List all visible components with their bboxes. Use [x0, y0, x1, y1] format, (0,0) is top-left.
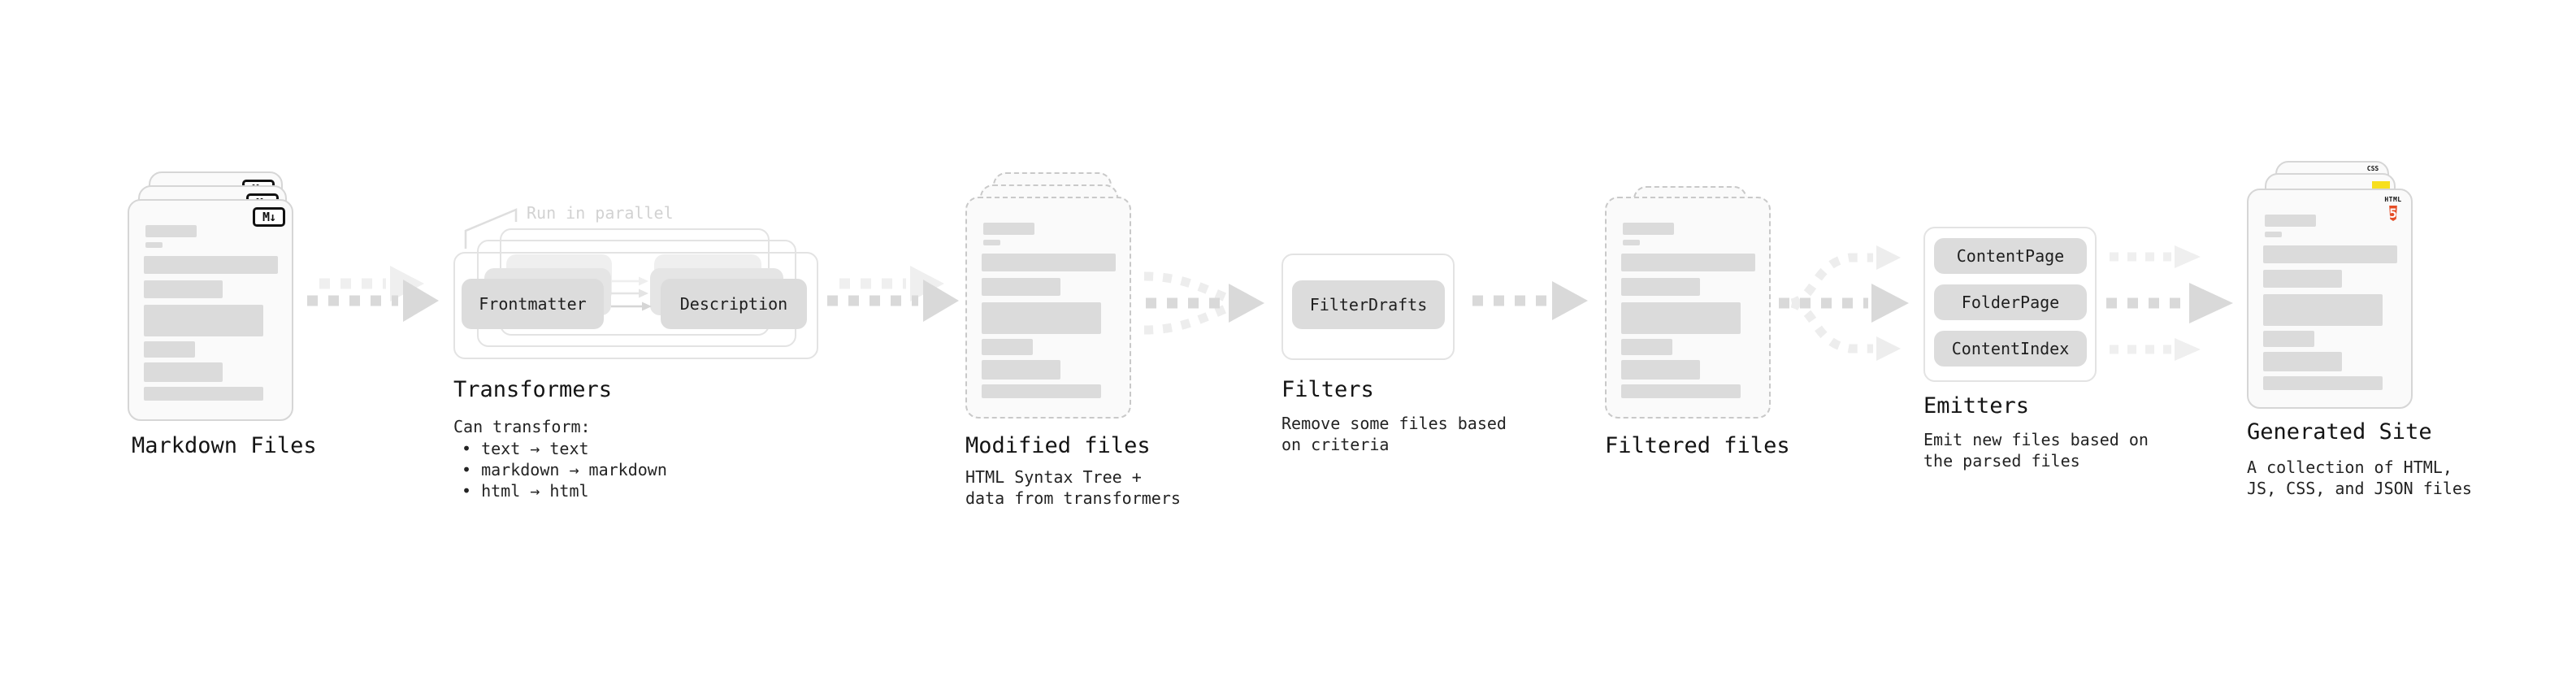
text-placeholder-bar [982, 302, 1101, 334]
emitters-desc: Emit new files based on the parsed files [1923, 430, 2149, 471]
text-placeholder-bar [982, 339, 1033, 355]
text-placeholder-bar [144, 256, 278, 274]
markdown-file-card-front: M↓ [128, 199, 293, 421]
text-placeholder-bar [1621, 360, 1700, 380]
section-title-filters: Filters [1281, 377, 1374, 402]
text-placeholder-bar [1623, 240, 1640, 245]
generated-html-file-card: HTML 5 [2247, 189, 2413, 409]
text-placeholder-bar [2265, 215, 2316, 227]
merge-arrow-icon [1143, 271, 1264, 335]
text-placeholder-bar [2265, 232, 2282, 237]
section-title-filtered-files: Filtered files [1605, 433, 1790, 458]
text-placeholder-bar [145, 242, 163, 248]
text-placeholder-bar [144, 280, 223, 298]
emitter-chip-contentpage: ContentPage [1934, 238, 2087, 274]
text-placeholder-bar [2263, 331, 2314, 347]
modified-file-card-front [965, 197, 1131, 419]
note-leader-line [464, 208, 518, 249]
text-placeholder-bar [982, 360, 1060, 380]
filtered-file-card-front [1605, 197, 1771, 419]
transformers-bullet: • html → html [462, 481, 589, 501]
text-placeholder-bar [1621, 302, 1741, 334]
modified-files-desc: HTML Syntax Tree + data from transformer… [965, 467, 1181, 508]
text-placeholder-bar [144, 362, 223, 382]
text-placeholder-bar [983, 240, 1000, 245]
transformer-chip-description: Description [661, 279, 807, 329]
transformers-bullet: • text → text [462, 439, 589, 458]
split-arrow-icon [1779, 245, 1909, 361]
text-placeholder-bar [1621, 339, 1672, 355]
fanout-arrows-icon [2106, 245, 2233, 361]
transformers-desc-heading: Can transform: [453, 417, 591, 436]
parallel-arrows-icon [611, 276, 652, 311]
flow-arrow-icon [307, 266, 439, 322]
transformer-run-box-front [453, 252, 818, 359]
emitter-chip-contentindex: ContentIndex [1934, 331, 2087, 367]
transformers-bullet: • markdown → markdown [462, 460, 667, 479]
text-placeholder-bar [144, 305, 263, 336]
run-in-parallel-note: Run in parallel [527, 203, 674, 223]
generated-site-desc: A collection of HTML, JS, CSS, and JSON … [2247, 458, 2472, 498]
text-placeholder-bar [145, 225, 197, 237]
text-placeholder-bar [983, 223, 1034, 235]
flow-arrow-icon [827, 266, 959, 322]
section-title-emitters: Emitters [1923, 393, 2030, 419]
emitter-chip-folderpage: FolderPage [1934, 284, 2087, 320]
markdown-icon: M↓ [253, 207, 285, 227]
text-placeholder-bar [144, 387, 263, 401]
text-placeholder-bar [1621, 254, 1755, 271]
flow-arrow-icon [1472, 281, 1588, 320]
text-placeholder-bar [1623, 223, 1674, 235]
text-placeholder-bar [2263, 245, 2397, 263]
text-placeholder-bar [2263, 270, 2342, 288]
text-placeholder-bar [144, 341, 195, 358]
text-placeholder-bar [2263, 352, 2342, 371]
text-placeholder-bar [1621, 384, 1741, 398]
html5-icon: HTML 5 [2384, 196, 2402, 221]
text-placeholder-bar [1621, 278, 1700, 296]
filters-desc: Remove some files based on criteria [1281, 414, 1507, 454]
text-placeholder-bar [982, 384, 1101, 398]
text-placeholder-bar [982, 254, 1116, 271]
section-title-markdown-files: Markdown Files [132, 433, 317, 458]
section-title-modified-files: Modified files [965, 433, 1151, 458]
transformer-chip-frontmatter: Frontmatter [462, 279, 604, 329]
text-placeholder-bar [982, 278, 1060, 296]
filter-chip-filterdrafts: FilterDrafts [1292, 280, 1445, 329]
text-placeholder-bar [2263, 376, 2383, 390]
section-title-generated-site: Generated Site [2247, 419, 2432, 445]
section-title-transformers: Transformers [453, 377, 613, 402]
text-placeholder-bar [2263, 294, 2383, 326]
